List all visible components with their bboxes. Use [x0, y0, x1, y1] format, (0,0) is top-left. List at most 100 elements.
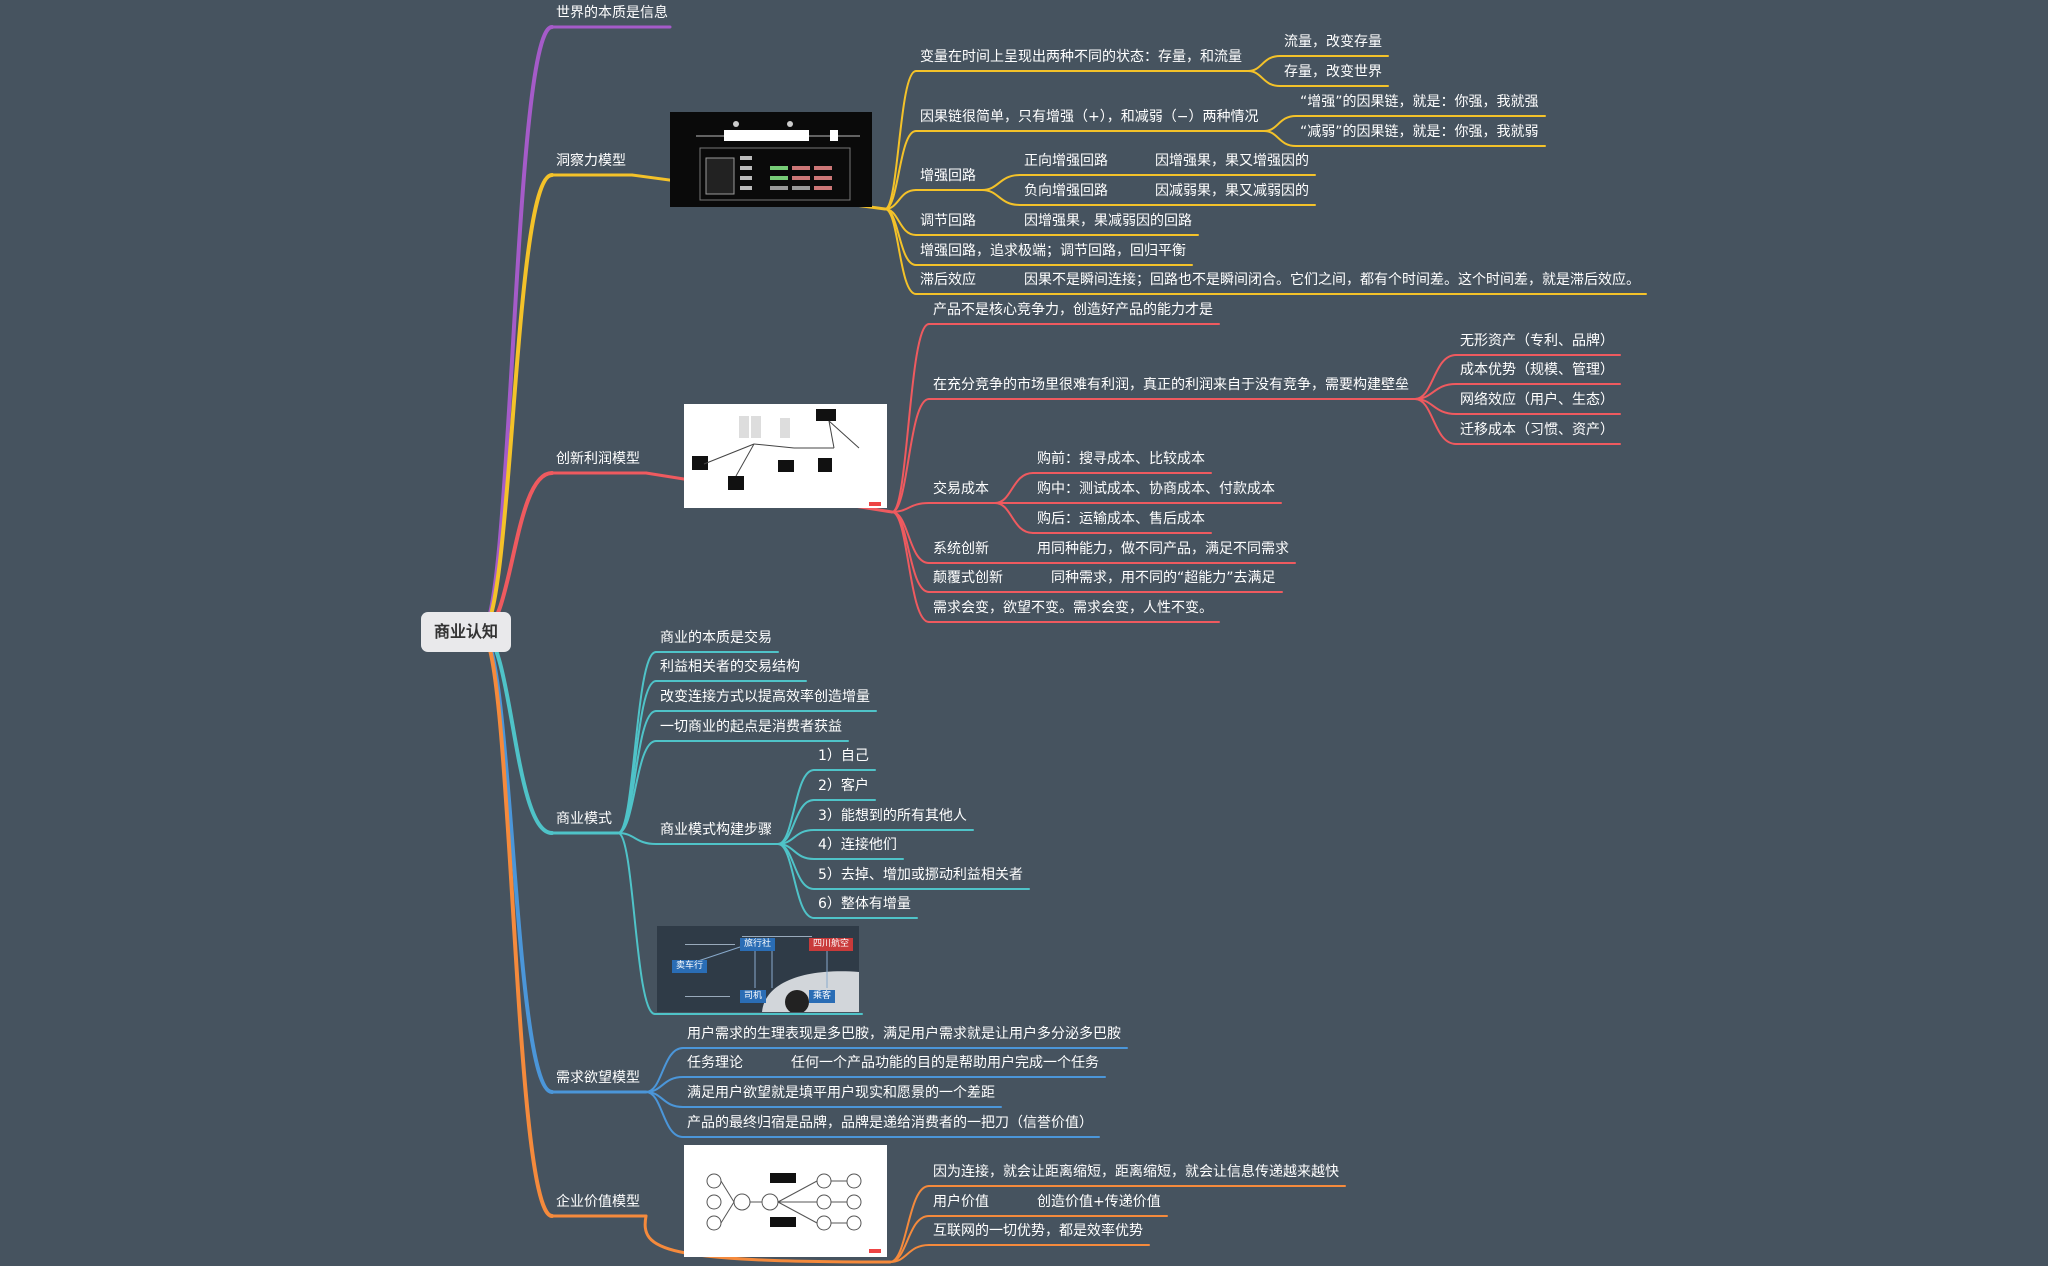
branch-demand-desire-model[interactable]: 需求欲望模型	[556, 1070, 640, 1086]
node-stock-flow[interactable]: 变量在时间上呈现出两种不同的状态：存量，和流量	[920, 49, 1242, 65]
note-disruptive-innovation: 同种需求，用不同的“超能力”去满足	[1051, 570, 1276, 586]
node-system-innovation[interactable]: 系统创新	[933, 541, 989, 557]
node-flow-changes-stock-connector	[1247, 55, 1281, 72]
note-positive-loop: 因增强果，果又增强因的	[1155, 153, 1309, 169]
step-customer[interactable]: 2）客户	[818, 778, 869, 794]
node-positive-loop-connector	[981, 174, 1021, 191]
node-efficiency-advantage-connector	[889, 1244, 930, 1263]
step-overall-increment[interactable]: 6）整体有增量	[818, 896, 911, 912]
node-network-effect[interactable]: 网络效应（用户、生态）	[1460, 392, 1614, 408]
node-switching-cost-connector	[1414, 398, 1457, 445]
insight-model-image	[670, 112, 872, 207]
note-balancing-loop: 因增强果，果减弱因的回路	[1024, 213, 1192, 229]
node-stakeholder-structure[interactable]: 利益相关者的交易结构	[660, 659, 800, 675]
node-transaction-cost-connector	[891, 502, 930, 513]
node-reinforcing-chain[interactable]: “增强”的因果链，就是：你强，我就强	[1300, 94, 1539, 110]
node-cost-advantage[interactable]: 成本优势（规模、管理）	[1460, 362, 1614, 378]
node-causal-chain[interactable]: 因果链很简单，只有增强（+），和减弱（−）两种情况	[920, 109, 1259, 125]
node-stock-flow-connector	[884, 70, 917, 210]
node-intangible-assets[interactable]: 无形资产（专利、品牌）	[1460, 333, 1614, 349]
root-node[interactable]: 商业认知	[421, 612, 511, 652]
node-during-purchase[interactable]: 购中：测试成本、协商成本、付款成本	[1037, 481, 1275, 497]
enterprise-image-underline	[643, 1214, 892, 1264]
node-consumer-benefit-connector	[617, 740, 657, 834]
innovation-profit-image	[684, 404, 887, 508]
node-dopamine[interactable]: 用户需求的生理表现是多巴胺，满足用户需求就是让用户多分泌多巴胺	[687, 1026, 1121, 1042]
step-customer-connector	[777, 799, 815, 845]
node-building-steps[interactable]: 商业模式构建步骤	[660, 822, 772, 838]
node-capability-not-product[interactable]: 产品不是核心竞争力，创造好产品的能力才是	[933, 302, 1213, 318]
node-negative-loop-connector	[981, 189, 1021, 206]
node-stock-changes-world-connector	[1247, 70, 1281, 87]
node-needs-vs-desire-connector	[891, 511, 930, 623]
node-switching-cost[interactable]: 迁移成本（习惯、资产）	[1460, 422, 1614, 438]
node-lag-effect[interactable]: 滞后效应	[920, 272, 976, 288]
node-brand-destination-connector	[645, 1091, 684, 1138]
step-self[interactable]: 1）自己	[818, 748, 869, 764]
step-rearrange-stakeholders[interactable]: 5）去掉、增加或挪动利益相关者	[818, 867, 1023, 883]
node-build-moats[interactable]: 在充分竞争的市场里很难有利润，真正的利润来自于没有竞争，需要构建壁垒	[933, 377, 1409, 393]
note-lag-effect: 因果不是瞬间连接；回路也不是瞬间闭合。它们之间，都有个时间差。这个时间差，就是滞…	[1024, 272, 1640, 288]
node-intangible-assets-connector	[1414, 354, 1457, 400]
branch-business-model[interactable]: 商业模式	[556, 811, 612, 827]
node-weakening-chain-connector	[1263, 130, 1297, 147]
branch-innovation-profit-model[interactable]: 创新利润模型	[556, 451, 640, 467]
tag-passenger: 乘客	[809, 990, 836, 1003]
step-connect-them[interactable]: 4）连接他们	[818, 837, 897, 853]
node-brand-destination[interactable]: 产品的最终归宿是品牌，品牌是递给消费者的一把刀（信誉价值）	[687, 1115, 1093, 1131]
branch-world-information[interactable]: 世界的本质是信息	[556, 5, 668, 21]
node-reinforcing-chain-connector	[1263, 115, 1297, 132]
node-user-value[interactable]: 用户价值	[933, 1194, 989, 1210]
note-negative-loop: 因减弱果，果又减弱因的	[1155, 183, 1309, 199]
tag-driver: 司机	[740, 990, 767, 1003]
node-causal-chain-connector	[884, 130, 917, 210]
node-jobs-theory[interactable]: 任务理论	[687, 1055, 743, 1071]
node-connection-shortens[interactable]: 因为连接，就会让距离缩短，距离缩短，就会让信息传递越来越快	[933, 1164, 1339, 1180]
node-positive-loop[interactable]: 正向增强回路	[1024, 153, 1108, 169]
branch-enterprise-value-model[interactable]: 企业价值模型	[556, 1194, 640, 1210]
node-change-connection[interactable]: 改变连接方式以提高效率创造增量	[660, 689, 870, 705]
branch-insight-model[interactable]: 洞察力模型	[556, 153, 626, 169]
node-build-moats-connector	[891, 398, 930, 513]
step-everyone-else[interactable]: 3）能想到的所有其他人	[818, 808, 967, 824]
step-self-connector	[777, 769, 815, 845]
branch-insight-model-connector	[479, 173, 554, 634]
node-negative-loop[interactable]: 负向增强回路	[1024, 183, 1108, 199]
node-pre-purchase-connector	[994, 472, 1034, 504]
node-efficiency-advantage[interactable]: 互联网的一切优势，都是效率优势	[933, 1223, 1143, 1239]
node-dopamine-connector	[645, 1047, 684, 1093]
node-capability-not-product-connector	[891, 323, 930, 513]
tag-sichuan-airlines: 四川航空	[809, 938, 854, 951]
step-overall-increment-connector	[777, 843, 815, 919]
node-weakening-chain[interactable]: “减弱”的因果链，就是：你强，我就弱	[1300, 124, 1539, 140]
business-model-image: 旅行社 四川航空 卖车行 司机 乘客	[657, 926, 859, 1012]
node-pre-purchase[interactable]: 购前：搜寻成本、比较成本	[1037, 451, 1205, 467]
node-stakeholder-structure-connector	[617, 680, 657, 834]
node-post-purchase-connector	[994, 502, 1034, 534]
node-post-purchase[interactable]: 购后：运输成本、售后成本	[1037, 511, 1205, 527]
note-system-innovation: 用同种能力，做不同产品，满足不同需求	[1037, 541, 1289, 557]
tag-car-dealer: 卖车行	[672, 960, 708, 973]
node-transaction-cost[interactable]: 交易成本	[933, 481, 989, 497]
node-connection-shortens-connector	[889, 1185, 930, 1263]
node-building-steps-connector	[617, 832, 657, 845]
branch-enterprise-value-model-connector	[479, 630, 554, 1218]
node-disruptive-innovation[interactable]: 颠覆式创新	[933, 570, 1003, 586]
node-reinforcing-loop[interactable]: 增强回路	[920, 168, 976, 184]
node-essence-is-trade[interactable]: 商业的本质是交易	[660, 630, 772, 646]
node-stock-changes-world[interactable]: 存量，改变世界	[1284, 64, 1382, 80]
enterprise-value-image	[684, 1145, 887, 1257]
node-lag-effect-connector	[884, 208, 917, 295]
node-flow-changes-stock[interactable]: 流量，改变存量	[1284, 34, 1382, 50]
node-needs-vs-desire[interactable]: 需求会变，欲望不变。需求会变，人性不变。	[933, 600, 1213, 616]
note-jobs-theory: 任何一个产品功能的目的是帮助用户完成一个任务	[791, 1055, 1099, 1071]
note-user-value: 创造价值+传递价值	[1037, 1194, 1161, 1210]
node-balancing-loop[interactable]: 调节回路	[920, 213, 976, 229]
business-image-connector	[617, 832, 656, 1015]
step-rearrange-stakeholders-connector	[777, 843, 815, 890]
node-consumer-benefit[interactable]: 一切商业的起点是消费者获益	[660, 719, 842, 735]
node-fill-the-gap[interactable]: 满足用户欲望就是填平用户现实和愿景的一个差距	[687, 1085, 995, 1101]
tag-travel-agency: 旅行社	[740, 938, 776, 951]
node-loops-summary[interactable]: 增强回路，追求极端；调节回路，回归平衡	[920, 243, 1186, 259]
